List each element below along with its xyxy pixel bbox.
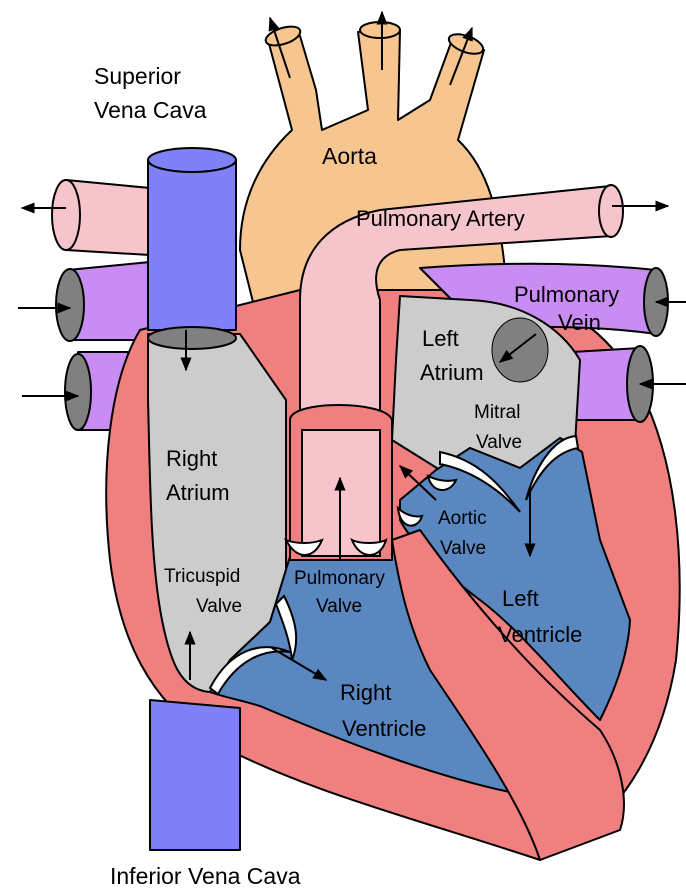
label-right-ventricle-line1: Right <box>340 680 391 705</box>
label-pulmonary-vein-line2: Vein <box>558 310 601 335</box>
label-inferior-vena-cava: Inferior Vena Cava <box>110 863 301 888</box>
label-left-ventricle-line2: Ventricle <box>498 622 582 647</box>
left-pulmonary-artery-branch <box>22 180 150 255</box>
label-aorta: Aorta <box>322 143 377 169</box>
label-left-ventricle-line1: Left <box>502 586 539 611</box>
label-left-atrium-line2: Atrium <box>420 360 484 385</box>
label-superior-vena-cava-line2: Vena Cava <box>94 97 207 123</box>
label-left-atrium-line1: Left <box>422 326 459 351</box>
label-mitral-valve-line2: Valve <box>476 432 522 453</box>
label-superior-vena-cava-line1: Superior <box>94 63 181 89</box>
label-pulmonary-valve-line1: Pulmonary <box>294 568 385 589</box>
label-pulmonary-vein-line1: Pulmonary <box>514 282 619 307</box>
superior-vena-cava <box>148 148 236 330</box>
label-aortic-valve-line1: Aortic <box>438 508 487 529</box>
label-aortic-valve-line2: Valve <box>440 538 486 559</box>
label-right-ventricle-line2: Ventricle <box>342 716 426 741</box>
label-right-atrium-line1: Right <box>166 446 217 471</box>
label-tricuspid-valve-line1: Tricuspid <box>164 566 240 587</box>
aorta-branch-opening-2 <box>360 22 400 38</box>
label-pulmonary-valve-line2: Valve <box>316 596 362 617</box>
label-mitral-valve-line1: Mitral <box>474 402 520 423</box>
label-right-atrium-line2: Atrium <box>166 480 230 505</box>
label-tricuspid-valve-line2: Valve <box>196 596 242 617</box>
label-pulmonary-artery: Pulmonary Artery <box>356 206 525 231</box>
